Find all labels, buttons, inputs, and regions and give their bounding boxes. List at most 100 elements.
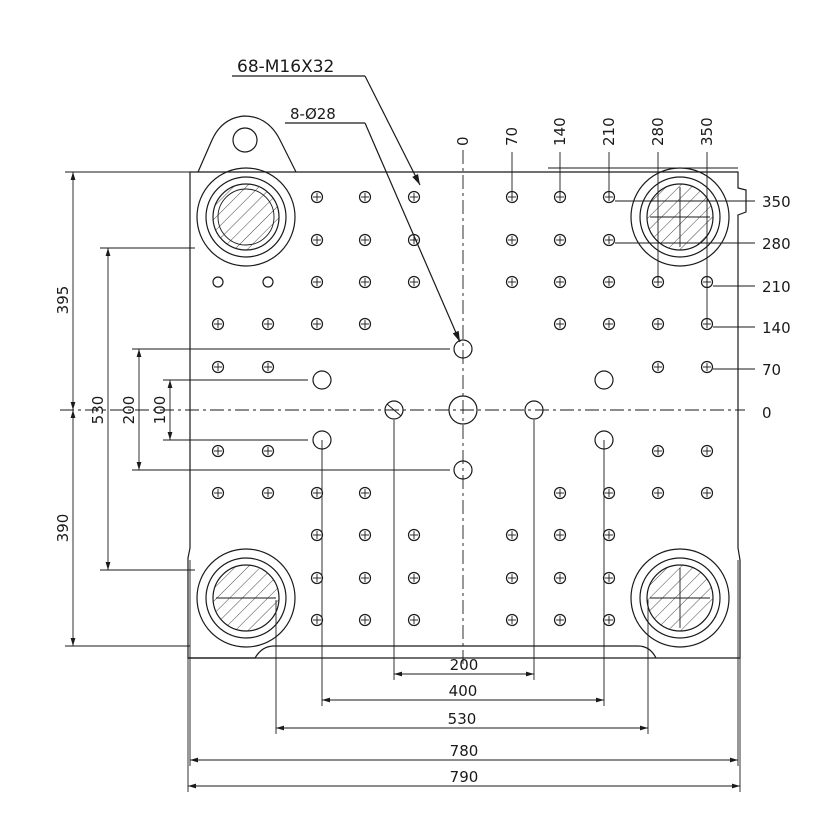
callout-tapped-holes-label: 68-M16X32 (237, 57, 334, 77)
tapped-hole (505, 613, 519, 627)
dim-390: 390 (54, 514, 72, 543)
tie-bar-bottom-left (196, 548, 296, 648)
dim-200-vertical: 200 (120, 396, 138, 425)
tie-bar-bottom-right (630, 548, 730, 648)
bottom-dim-label: 790 (450, 768, 479, 786)
tapped-hole (407, 528, 421, 542)
right-ruler-label: 140 (762, 319, 791, 337)
right-ruler: 350 280 210 140 70 0 (615, 193, 791, 422)
tapped-hole (651, 360, 665, 374)
top-ruler-label: 70 (503, 127, 521, 146)
tapped-hole (553, 275, 567, 289)
dim-530-vertical: 530 (89, 396, 107, 425)
top-ruler-label: 350 (698, 117, 716, 146)
tapped-hole (700, 360, 714, 374)
callout-through-holes-label: 8-Ø28 (290, 105, 336, 123)
tapped-hole (310, 613, 324, 627)
tapped-hole (407, 275, 421, 289)
through-hole (524, 400, 544, 420)
tapped-hole (407, 190, 421, 204)
bottom-dim-label: 400 (449, 682, 478, 700)
tapped-hole (310, 317, 324, 331)
bottom-dim-label: 200 (450, 656, 479, 674)
tapped-hole (211, 486, 225, 500)
tapped-hole (553, 571, 567, 585)
tapped-hole (651, 486, 665, 500)
bottom-dim-label: 530 (448, 710, 477, 728)
plain-hole (212, 276, 224, 288)
tapped-hole (407, 613, 421, 627)
through-hole (312, 370, 332, 390)
center-bore (448, 395, 478, 425)
tapped-hole (651, 444, 665, 458)
tapped-hole (358, 275, 372, 289)
tapped-hole (211, 444, 225, 458)
tapped-hole (310, 528, 324, 542)
tapped-hole (602, 275, 616, 289)
tapped-hole (505, 275, 519, 289)
tapped-hole-grid (211, 190, 714, 627)
tapped-hole (602, 233, 616, 247)
tapped-hole (602, 613, 616, 627)
tapped-hole (310, 275, 324, 289)
tapped-hole (553, 486, 567, 500)
tapped-hole (602, 486, 616, 500)
through-hole (384, 400, 404, 420)
tapped-hole (700, 444, 714, 458)
top-ruler-label: 0 (454, 136, 472, 146)
right-ruler-label: 210 (762, 278, 791, 296)
tapped-hole (553, 233, 567, 247)
bottom-dimensions: 200 400 530 780 790 (187, 420, 741, 792)
tapped-hole (211, 317, 225, 331)
tapped-hole (358, 613, 372, 627)
tapped-hole (505, 233, 519, 247)
platen-outline (187, 115, 747, 659)
tapped-hole (310, 571, 324, 585)
tapped-hole (261, 444, 275, 458)
tapped-hole (602, 317, 616, 331)
tapped-hole (310, 190, 324, 204)
tapped-hole (407, 571, 421, 585)
right-ruler-label: 70 (762, 361, 781, 379)
top-ruler-label: 140 (551, 117, 569, 146)
callout-through-holes: 8-Ø28 (285, 105, 461, 343)
tapped-hole (553, 528, 567, 542)
tapped-hole (700, 486, 714, 500)
tapped-hole (651, 317, 665, 331)
tapped-hole (358, 571, 372, 585)
tapped-hole (358, 528, 372, 542)
tapped-hole (602, 571, 616, 585)
tapped-hole (358, 317, 372, 331)
tapped-hole (505, 528, 519, 542)
top-ruler: 0 70 140 210 280 350 (454, 117, 716, 324)
tie-bar-top-left (196, 167, 296, 267)
right-ruler-label: 0 (762, 404, 772, 422)
top-ruler-label: 280 (649, 117, 667, 146)
tapped-hole (358, 486, 372, 500)
bottom-dim-label: 780 (450, 742, 479, 760)
tapped-hole (358, 190, 372, 204)
tapped-hole (261, 360, 275, 374)
dim-395: 395 (54, 286, 72, 315)
plain-hole (262, 276, 274, 288)
through-hole (453, 339, 473, 359)
tapped-hole (211, 360, 225, 374)
tapped-hole (310, 233, 324, 247)
tapped-hole (602, 528, 616, 542)
right-ruler-label: 280 (762, 235, 791, 253)
left-dimensions: 395 390 530 200 100 (54, 171, 450, 647)
tapped-hole (553, 613, 567, 627)
tapped-hole (505, 571, 519, 585)
lifting-eye-hole (232, 127, 258, 153)
lifting-eye (197, 115, 297, 173)
top-ruler-label: 210 (600, 117, 618, 146)
tapped-hole (261, 486, 275, 500)
through-hole (594, 370, 614, 390)
callout-tapped-holes: 68-M16X32 (232, 57, 421, 186)
tapped-hole (261, 317, 275, 331)
tapped-hole (310, 486, 324, 500)
tapped-hole (358, 233, 372, 247)
through-hole (453, 460, 473, 480)
right-ruler-label: 350 (762, 193, 791, 211)
